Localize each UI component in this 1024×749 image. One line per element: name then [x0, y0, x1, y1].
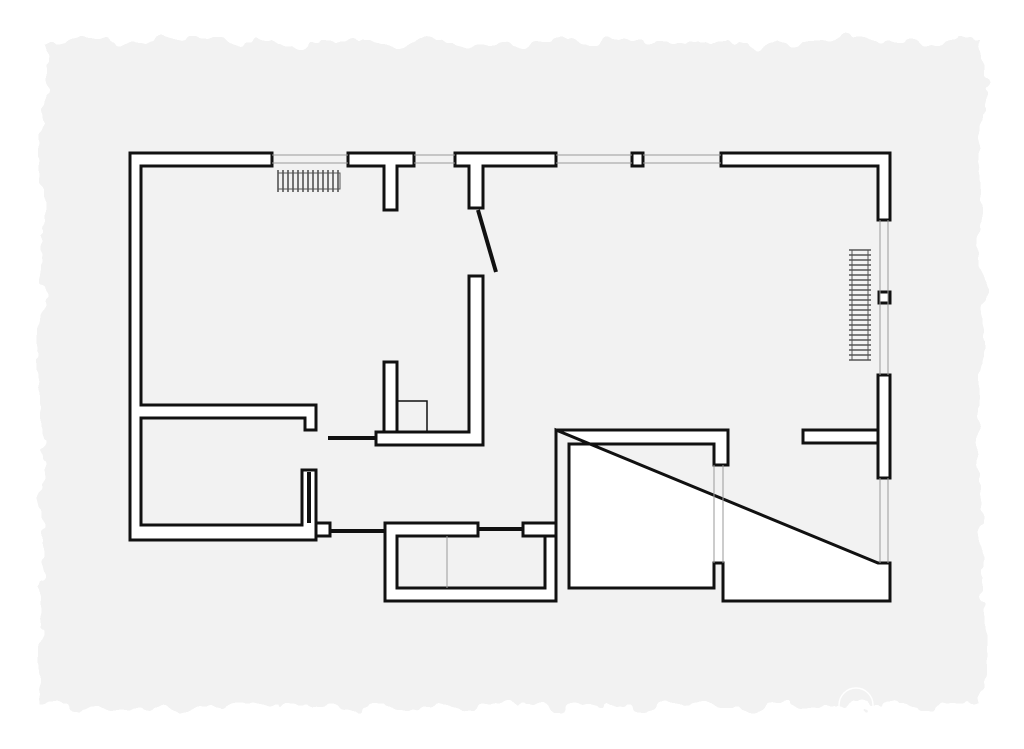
circle-icon [838, 687, 874, 723]
wall-top-stub-2 [453, 151, 558, 210]
walls [128, 151, 892, 603]
radiators [277, 170, 871, 361]
radiator-icon [277, 170, 341, 192]
window-top-3 [556, 154, 721, 164]
paper-sheet [42, 42, 982, 707]
wall-top-right [719, 151, 892, 222]
wall-corridor-stub [382, 360, 399, 434]
window-right-1 [879, 220, 889, 375]
window-right-2 [879, 478, 889, 563]
doors [307, 209, 523, 533]
window-top-1 [272, 154, 348, 164]
window-top-2 [414, 154, 455, 164]
wall-right-bottom [383, 427, 892, 603]
cabinet [396, 400, 428, 433]
wall-partition-right [801, 428, 880, 445]
wall-corridor-lower [314, 521, 332, 538]
window-mullion [630, 151, 645, 168]
opening-lower-right [713, 465, 724, 563]
wall-corridor-upper [374, 274, 485, 447]
wall-top-stub-1 [346, 151, 416, 212]
radiator-icon [849, 249, 871, 361]
wall-bath-bottom [521, 521, 558, 538]
wall-right-lower [876, 373, 892, 480]
wall-left-outer [128, 151, 318, 542]
door-swing-main [476, 209, 498, 273]
windows [272, 154, 889, 588]
wall-right-pier [877, 290, 892, 305]
